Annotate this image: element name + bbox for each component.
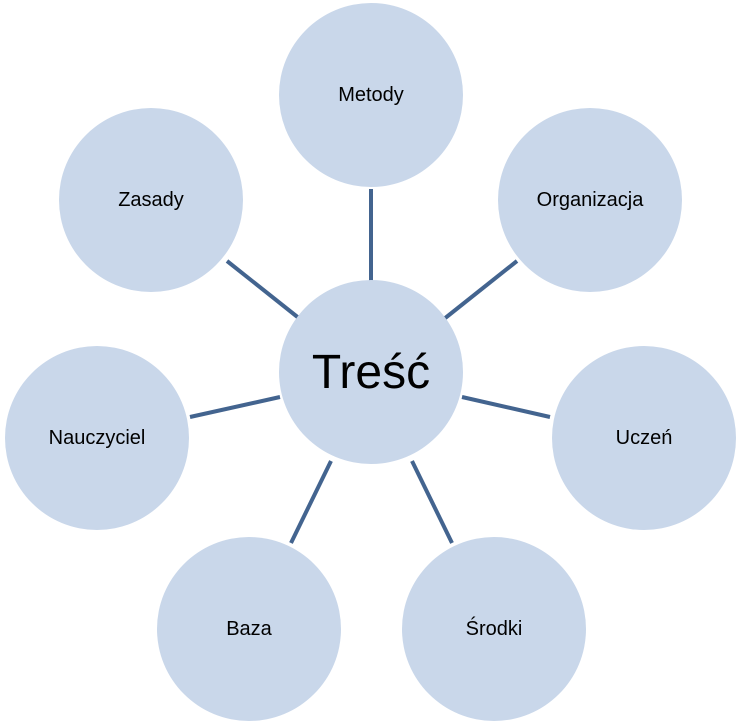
node-label: Baza (226, 617, 272, 640)
connector-baza (289, 460, 333, 544)
node-uczen: Uczeń (552, 346, 736, 530)
node-label: Metody (338, 83, 404, 106)
connector-zasady (225, 259, 302, 321)
connector-organizacja (442, 259, 519, 321)
node-organizacja: Organizacja (498, 108, 682, 292)
node-label: Uczeń (615, 426, 673, 449)
node-label: Organizacja (536, 188, 644, 211)
node-label: Zasady (118, 188, 184, 211)
node-nauczyciel: Nauczyciel (5, 346, 189, 530)
node-zasady: Zasady (59, 108, 243, 292)
node-metody: Metody (279, 3, 463, 187)
node-baza: Baza (157, 537, 341, 721)
connector-nauczyciel (189, 395, 281, 419)
node-label: Nauczyciel (48, 426, 146, 449)
connector-uczen (461, 395, 551, 419)
center-label: Treść (311, 345, 431, 399)
node-srodki: Środki (402, 537, 586, 721)
node-tresc: Treść (279, 280, 463, 464)
connector-srodki (410, 460, 454, 544)
node-label: Środki (465, 617, 523, 640)
